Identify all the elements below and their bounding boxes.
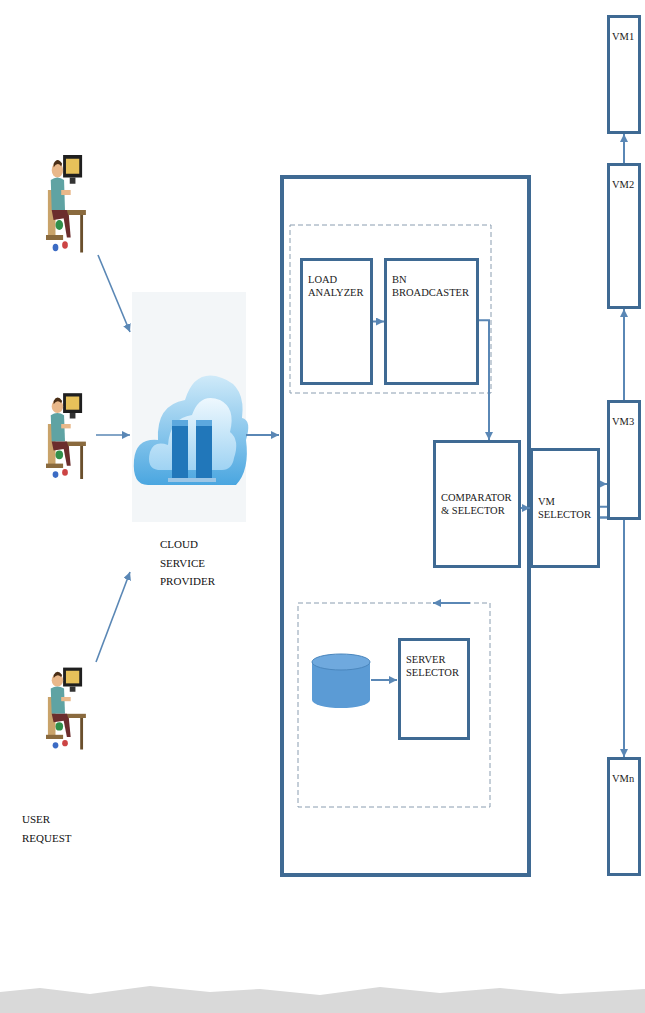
flow-arrow [600, 483, 607, 485]
flow-arrow [433, 602, 470, 604]
user-icon [46, 393, 86, 479]
request-arrow [98, 255, 130, 332]
box-label: VMn [612, 772, 636, 785]
process-box: BN BROADCASTER [384, 258, 479, 385]
request-arrow [96, 434, 130, 436]
process-box: COMPARATOR & SELECTOR [433, 440, 521, 568]
box-label: VM SELECTOR [538, 495, 592, 521]
user-label: USER REQUEST [22, 810, 72, 847]
vm-box: VM2 [607, 163, 641, 309]
database-icon [312, 654, 370, 708]
box-label: LOAD ANALYZER [308, 273, 365, 299]
request-arrow [246, 434, 279, 436]
vm-box: VMn [607, 757, 641, 876]
process-box: SERVER SELECTOR [398, 638, 470, 740]
box-label: VM3 [612, 415, 636, 428]
data-arrow [371, 679, 397, 681]
vm-box: VM3 [607, 400, 641, 520]
cloud-icon [132, 292, 248, 522]
box-label: BN BROADCASTER [392, 273, 471, 299]
box-label: COMPARATOR & SELECTOR [441, 491, 513, 517]
box-label: VM2 [612, 178, 636, 191]
vm-box: VM1 [607, 15, 641, 134]
flow-arrow [479, 320, 489, 440]
user-icon [46, 668, 86, 750]
box-label: VM1 [612, 30, 636, 43]
request-arrow [96, 572, 130, 662]
flow-arrow [521, 507, 530, 509]
flow-arrow [373, 321, 384, 323]
balancer-frame [282, 177, 529, 875]
box-label: SERVER SELECTOR [406, 653, 462, 679]
group-outline [290, 225, 491, 393]
process-box: LOAD ANALYZER [300, 258, 373, 385]
process-box: VM SELECTOR [530, 448, 600, 568]
user-icon [46, 155, 86, 253]
cloud-label: CLOUD SERVICE PROVIDER [160, 535, 215, 591]
group-outline [298, 603, 490, 807]
flow-arrow [600, 507, 624, 757]
paper-edge [0, 986, 645, 1013]
